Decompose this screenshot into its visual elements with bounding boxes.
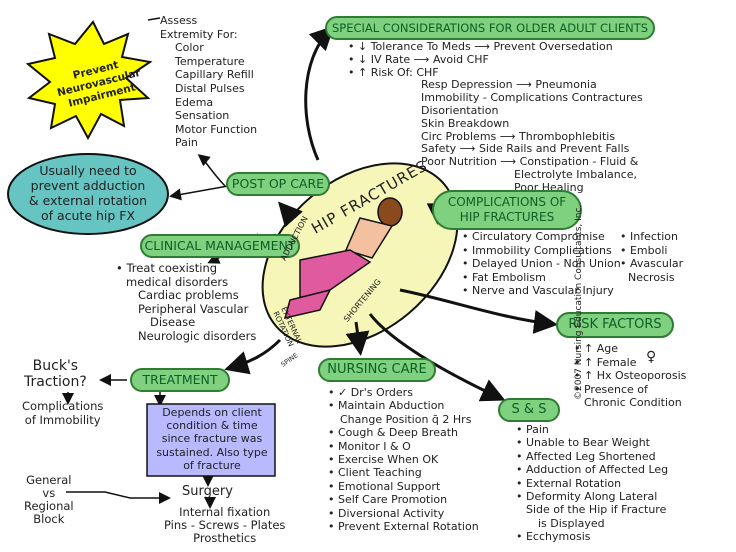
female-icon: ♀	[646, 349, 657, 365]
older-adult-list: • ↓ Tolerance To Meds ⟶ Prevent Overseda…	[348, 40, 643, 194]
assess-item: Edema	[175, 95, 214, 109]
purple-box	[146, 403, 276, 477]
purple-box-text: Depends on client condition & time since…	[156, 406, 268, 472]
nursing-care-box: NURSING CARE	[318, 358, 436, 382]
risk-factors-list: • ↑ Age • ↑ Female • ↑ Hx Osteoporosis •…	[574, 342, 687, 410]
starburst-shape	[25, 20, 153, 141]
older-risk-item: Poor Nutrition ⟶ Constipation - Fluid &	[421, 155, 639, 169]
assess-item: Distal Pulses	[175, 81, 245, 95]
ss-box: S & S	[498, 398, 560, 422]
bubble-shape	[7, 153, 169, 235]
ss-list: • Pain • Unable to Bear Weight • Affecte…	[516, 423, 669, 544]
assess-item: Temperature	[175, 54, 245, 68]
nursing-care-list: • ✓ Dr's Orders • Maintain Abduction Cha…	[328, 386, 479, 534]
assess-item: Color	[175, 41, 204, 55]
older-risk-item: Skin Breakdown	[421, 116, 510, 130]
bucks-traction-label: Buck's Traction?	[24, 358, 87, 390]
complications-right: • Infection • Emboli • Avascular Necrosi…	[620, 230, 684, 284]
treatment-box: TREATMENT	[130, 368, 230, 392]
surgery-label: Surgery	[182, 484, 233, 499]
older-risk-item: Resp Depression ⟶ Pneumonia	[421, 78, 597, 92]
complications-left: • Circulatory Compromise • Immobility Co…	[462, 230, 621, 297]
older-risk-item: Immobility - Complications Contractures	[421, 91, 643, 105]
patient-figure	[283, 197, 403, 320]
assess-item: Pain	[175, 136, 198, 150]
clinical-list: • Treat coexisting medical disorders Car…	[116, 261, 257, 343]
general-regional-label: General vs Regional Block	[24, 473, 74, 526]
risk-factors-box: RISK FACTORS	[556, 312, 674, 338]
assess-item: Sensation	[175, 109, 230, 123]
assess-item: Capillary Refill	[175, 68, 254, 82]
complications-immobility: Complications of Immobility	[22, 399, 104, 427]
assess-item: Motor Function	[175, 122, 258, 136]
older-risk-item: Circ Problems ⟶ Thrombophlebitis	[421, 129, 616, 143]
older-adult-box: SPECIAL CONSIDERATIONS FOR OLDER ADULT C…	[325, 16, 655, 40]
note-bubble: Usually need to prevent adduction & exte…	[28, 163, 148, 223]
copyright-text: ©2007 Nursing Education Consultants, Inc…	[574, 204, 584, 400]
older-risk-item: Electrolyte Imbalance,	[514, 167, 638, 181]
older-risk-item: Disorientation	[421, 103, 499, 117]
complications-box: COMPLICATIONS OF HIP FRACTURES	[432, 190, 582, 230]
surgery-items: Internal fixation Pins - Screws - Plates…	[164, 505, 286, 546]
clinical-management-box: CLINICAL MANAGEMENT	[140, 234, 300, 258]
post-op-care-box: POST OP CARE	[226, 172, 330, 196]
older-risk-item: Safety ⟶ Side Rails and Prevent Falls	[421, 142, 630, 156]
